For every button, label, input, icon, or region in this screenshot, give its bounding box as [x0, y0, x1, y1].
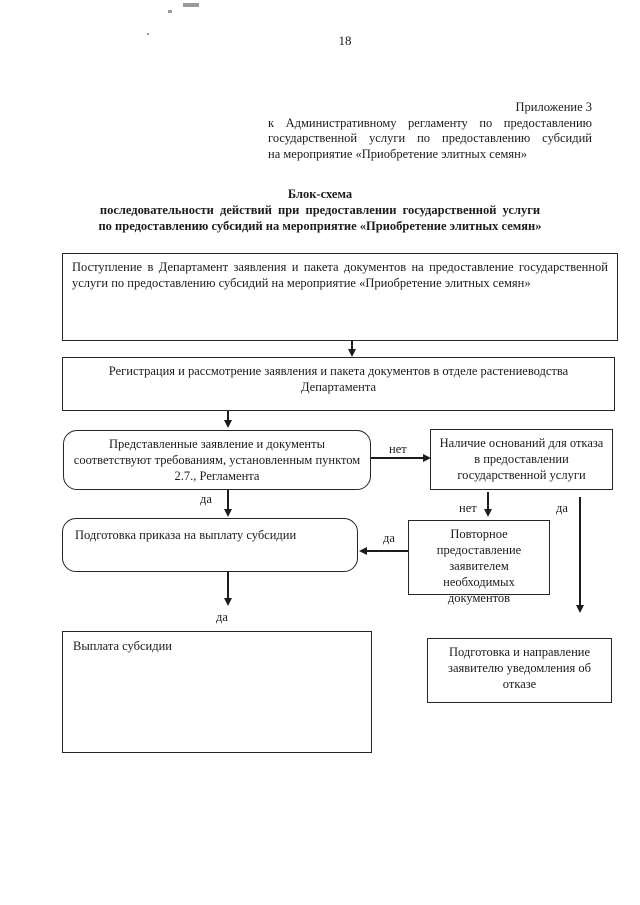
flow-box-refusal-grounds-text: Наличие оснований для отказа в предостав…	[439, 436, 604, 482]
flow-box-registration-text: Регистрация и рассмотрение заявления и п…	[108, 364, 569, 394]
appendix-block: Приложение 3 к Административному регламе…	[268, 100, 592, 162]
appendix-line-3: государственной услуги по предоставлению…	[268, 131, 592, 145]
edge-label-yes: да	[216, 610, 228, 624]
appendix-line-4: на мероприятие «Приобретение элитных сем…	[268, 146, 528, 161]
arrow-order-to-payment	[227, 572, 229, 600]
flow-box-order-preparation: Подготовка приказа на выплату субсидии	[62, 518, 358, 572]
edge-label-yes: да	[556, 501, 568, 515]
arrowhead-down-icon	[484, 509, 492, 517]
flow-box-payment-text: Выплата субсидии	[73, 639, 172, 653]
arrowhead-down-icon	[224, 598, 232, 606]
arrow-check-to-grounds	[371, 457, 424, 459]
flow-box-refusal-notice: Подготовка и направление заявителю уведо…	[427, 638, 612, 703]
title-line-3: по предоставлению субсидий на мероприяти…	[98, 219, 542, 233]
flow-box-refusal-notice-text: Подготовка и направление заявителю уведо…	[448, 645, 591, 691]
edge-label-no: нет	[459, 501, 477, 515]
arrowhead-right-icon	[423, 454, 431, 462]
scan-artifact	[183, 3, 199, 7]
flow-box-order-preparation-text: Подготовка приказа на выплату субсидии	[75, 528, 297, 542]
scan-artifact	[147, 33, 149, 35]
arrow-resubmission-to-order	[366, 550, 408, 552]
arrowhead-down-icon	[348, 349, 356, 357]
arrow-registration-to-check	[227, 411, 229, 422]
edge-label-yes: да	[383, 531, 395, 545]
edge-label-no: нет	[389, 442, 407, 456]
arrowhead-down-icon	[224, 509, 232, 517]
title-line-2: последовательности действий при предоста…	[99, 203, 541, 217]
flow-box-refusal-grounds: Наличие оснований для отказа в предостав…	[430, 429, 613, 490]
arrowhead-down-icon	[224, 420, 232, 428]
appendix-line-2: к Административному регламенту по предос…	[268, 115, 592, 130]
flow-box-intake: Поступление в Департамент заявления и па…	[62, 253, 618, 341]
flow-box-registration: Регистрация и рассмотрение заявления и п…	[62, 357, 615, 411]
edge-label-yes: да	[200, 492, 212, 506]
flow-box-intake-text: Поступление в Департамент заявления и па…	[72, 260, 608, 290]
title-line-1: Блок-схема	[287, 187, 353, 201]
flow-box-compliance-check-text: Представленные заявление и документы соо…	[73, 437, 361, 483]
arrow-intake-to-registration	[351, 340, 353, 351]
arrowhead-down-icon	[576, 605, 584, 613]
arrow-grounds-to-notice	[579, 497, 581, 607]
page-title: Блок-схема последовательности действий п…	[40, 186, 600, 234]
appendix-line-1: Приложение 3	[515, 100, 592, 114]
arrow-check-to-order	[227, 490, 229, 511]
arrowhead-left-icon	[359, 547, 367, 555]
flow-box-resubmission: Повторное предоставление заявителем необ…	[408, 520, 550, 605]
flow-box-payment: Выплата субсидии	[62, 631, 372, 753]
arrow-grounds-to-resubmission	[487, 492, 489, 511]
flow-box-resubmission-text: Повторное предоставление заявителем необ…	[436, 527, 522, 605]
page-number: 18	[338, 33, 352, 48]
flow-box-compliance-check: Представленные заявление и документы соо…	[63, 430, 371, 490]
scan-artifact	[168, 10, 172, 13]
